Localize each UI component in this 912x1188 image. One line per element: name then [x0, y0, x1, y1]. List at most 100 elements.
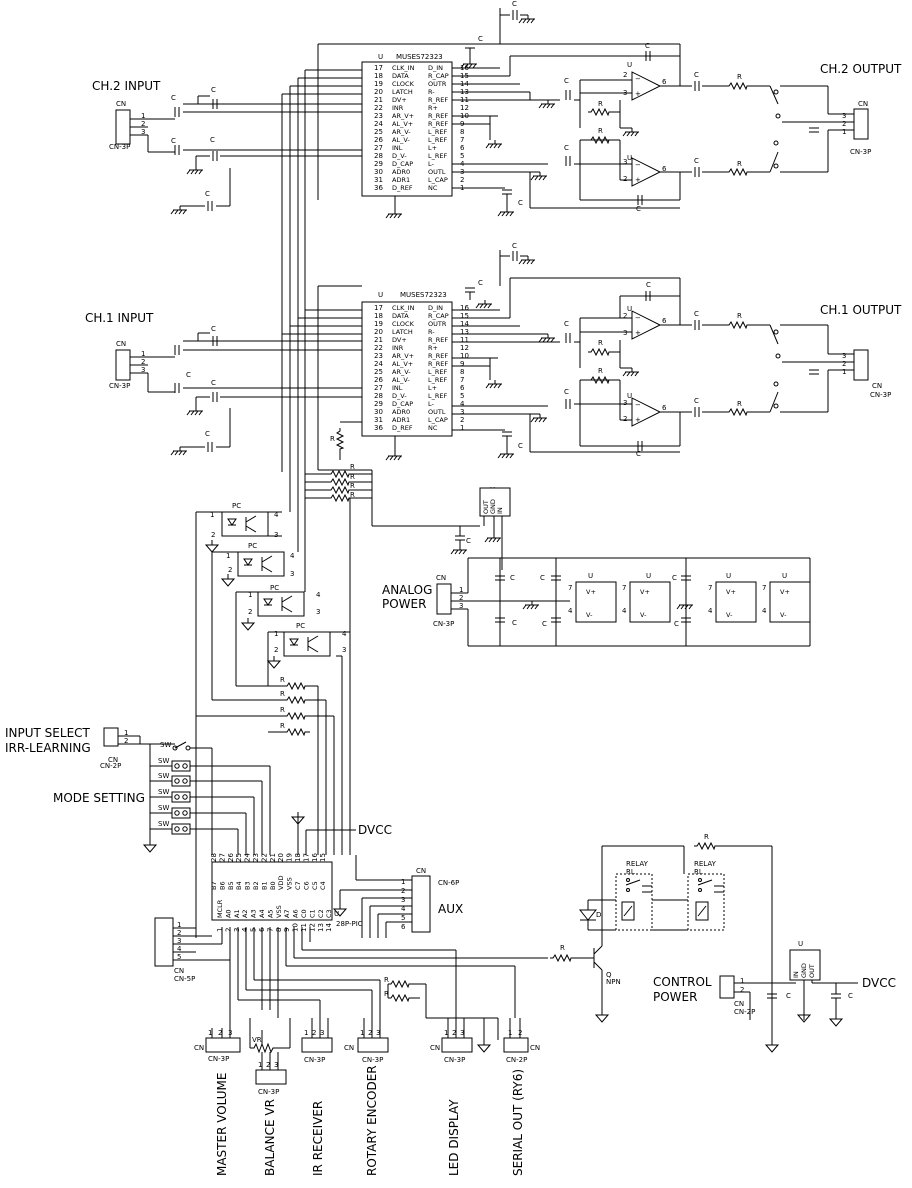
- svg-text:4: 4: [342, 630, 347, 638]
- pic-pin-name: C5: [311, 881, 319, 890]
- muses-pin-number: 19: [374, 80, 383, 88]
- svg-text:U: U: [726, 572, 731, 580]
- svg-text:3: 3: [342, 646, 346, 654]
- svg-text:SW: SW: [158, 772, 169, 780]
- svg-text:V-: V-: [640, 611, 647, 619]
- svg-text:R: R: [737, 73, 742, 81]
- relay-driver: R Q NPN R D: [540, 833, 779, 1053]
- opamp-supply-3: U V+ V- 74: [708, 572, 757, 623]
- muses-pin-name: D_V-: [392, 152, 407, 160]
- svg-text:1: 1: [208, 1029, 212, 1037]
- pic-pin-name: B2: [252, 881, 260, 890]
- svg-text:4: 4: [290, 552, 295, 560]
- svg-text:CN-3P: CN-3P: [850, 148, 871, 156]
- svg-text:C: C: [512, 0, 517, 8]
- pic-pin-name: B4: [235, 881, 243, 890]
- svg-text:R: R: [280, 690, 285, 698]
- pic-pin-number: 15: [319, 853, 327, 862]
- muses-pin-number: 17: [374, 304, 383, 312]
- svg-text:CN: CN: [194, 1044, 204, 1052]
- svg-text:3: 3: [459, 602, 463, 610]
- muses-pin-number: 2: [460, 416, 464, 424]
- svg-text:OUT: OUT: [808, 964, 816, 978]
- svg-text:R: R: [598, 127, 603, 135]
- svg-text:C: C: [564, 388, 569, 396]
- svg-text:1: 1: [124, 729, 128, 737]
- pic-pin-number: 3: [233, 928, 241, 932]
- svg-text:4: 4: [401, 905, 406, 913]
- svg-text:CN: CN: [872, 382, 882, 390]
- muses-pin-number: 31: [374, 416, 383, 424]
- muses-pin-name: L_CAP: [428, 416, 448, 424]
- muses-pin-name: LATCH: [392, 328, 413, 336]
- muses-pin-name: AR_V+: [392, 112, 414, 120]
- svg-text:3: 3: [460, 1029, 464, 1037]
- svg-text:Q: Q: [606, 971, 612, 979]
- pic-pin-number: 21: [269, 853, 277, 862]
- svg-text:R: R: [598, 100, 603, 108]
- pic-pin-name: A5: [266, 909, 274, 918]
- muses-pin-number: 12: [460, 344, 469, 352]
- svg-text:C: C: [540, 574, 545, 582]
- svg-text:3: 3: [376, 1029, 380, 1037]
- svg-text:U: U: [646, 572, 651, 580]
- pic-pin-name: VDD: [277, 876, 285, 890]
- svg-text:6: 6: [401, 923, 406, 931]
- muses-pin-name: L_REF: [428, 152, 447, 160]
- svg-text:4: 4: [177, 945, 182, 953]
- muses-pin-name: NC: [428, 184, 438, 192]
- svg-text:C: C: [674, 620, 679, 628]
- photocoupler-4: PC 12 43: [274, 622, 347, 657]
- svg-text:C: C: [518, 442, 523, 450]
- pic-pin-name: C1: [308, 909, 316, 918]
- pic-pin-number: 25: [235, 853, 243, 862]
- muses-pin-number: 36: [374, 184, 383, 192]
- muses-pin-name: CLK_IN: [392, 64, 415, 72]
- svg-text:28P-PIC: 28P-PIC: [336, 920, 363, 928]
- svg-text:C: C: [694, 310, 699, 318]
- muses-pin-number: 8: [460, 368, 464, 376]
- svg-text:4: 4: [708, 607, 713, 615]
- resistor-network: R R R R: [305, 463, 480, 527]
- svg-text:GND: GND: [489, 499, 497, 514]
- svg-text:1: 1: [444, 1029, 448, 1037]
- svg-text:C: C: [512, 242, 517, 250]
- svg-text:C: C: [518, 199, 523, 207]
- pic-pin-name: C6: [302, 881, 310, 890]
- muses-pin-name: L_REF: [428, 368, 447, 376]
- photocoupler-3: PC 12 43: [248, 584, 321, 617]
- muses-pin-number: 29: [374, 160, 383, 168]
- svg-text:CN-3P: CN-3P: [208, 1055, 229, 1063]
- svg-text:PC: PC: [232, 502, 241, 510]
- muses-pin-name: R_REF: [428, 360, 448, 368]
- svg-text:SW: SW: [158, 757, 169, 765]
- svg-text:MUSES72323: MUSES72323: [396, 53, 443, 61]
- svg-text:2: 2: [218, 1029, 222, 1037]
- muses-pin-name: ADR0: [392, 168, 410, 176]
- dvcc-bottom-label: DVCC: [862, 976, 896, 990]
- analog-regulator: U OUT GND IN C: [450, 486, 511, 570]
- svg-text:C: C: [694, 397, 699, 405]
- pic-pin-name: A7: [283, 909, 291, 918]
- svg-text:OUT: OUT: [482, 500, 490, 514]
- muses-pin-name: R_REF: [428, 352, 448, 360]
- svg-text:4: 4: [568, 607, 573, 615]
- svg-text:V-: V-: [726, 611, 733, 619]
- svg-text:C: C: [564, 144, 569, 152]
- muses-pin-name: L_REF: [428, 376, 447, 384]
- svg-text:2: 2: [623, 415, 627, 423]
- svg-text:V-: V-: [780, 611, 787, 619]
- pic-pin-number: 8: [275, 928, 283, 932]
- svg-text:CN-6P: CN-6P: [438, 879, 459, 887]
- svg-text:3: 3: [274, 531, 278, 539]
- muses-pin-number: 7: [460, 136, 464, 144]
- svg-text:CN: CN: [344, 1044, 354, 1052]
- svg-text:1: 1: [177, 921, 181, 929]
- pic-pin-number: 12: [308, 923, 316, 932]
- muses-pin-name: R_REF: [428, 336, 448, 344]
- svg-text:2: 2: [177, 929, 181, 937]
- svg-text:3: 3: [141, 366, 145, 374]
- svg-text:3: 3: [623, 158, 627, 166]
